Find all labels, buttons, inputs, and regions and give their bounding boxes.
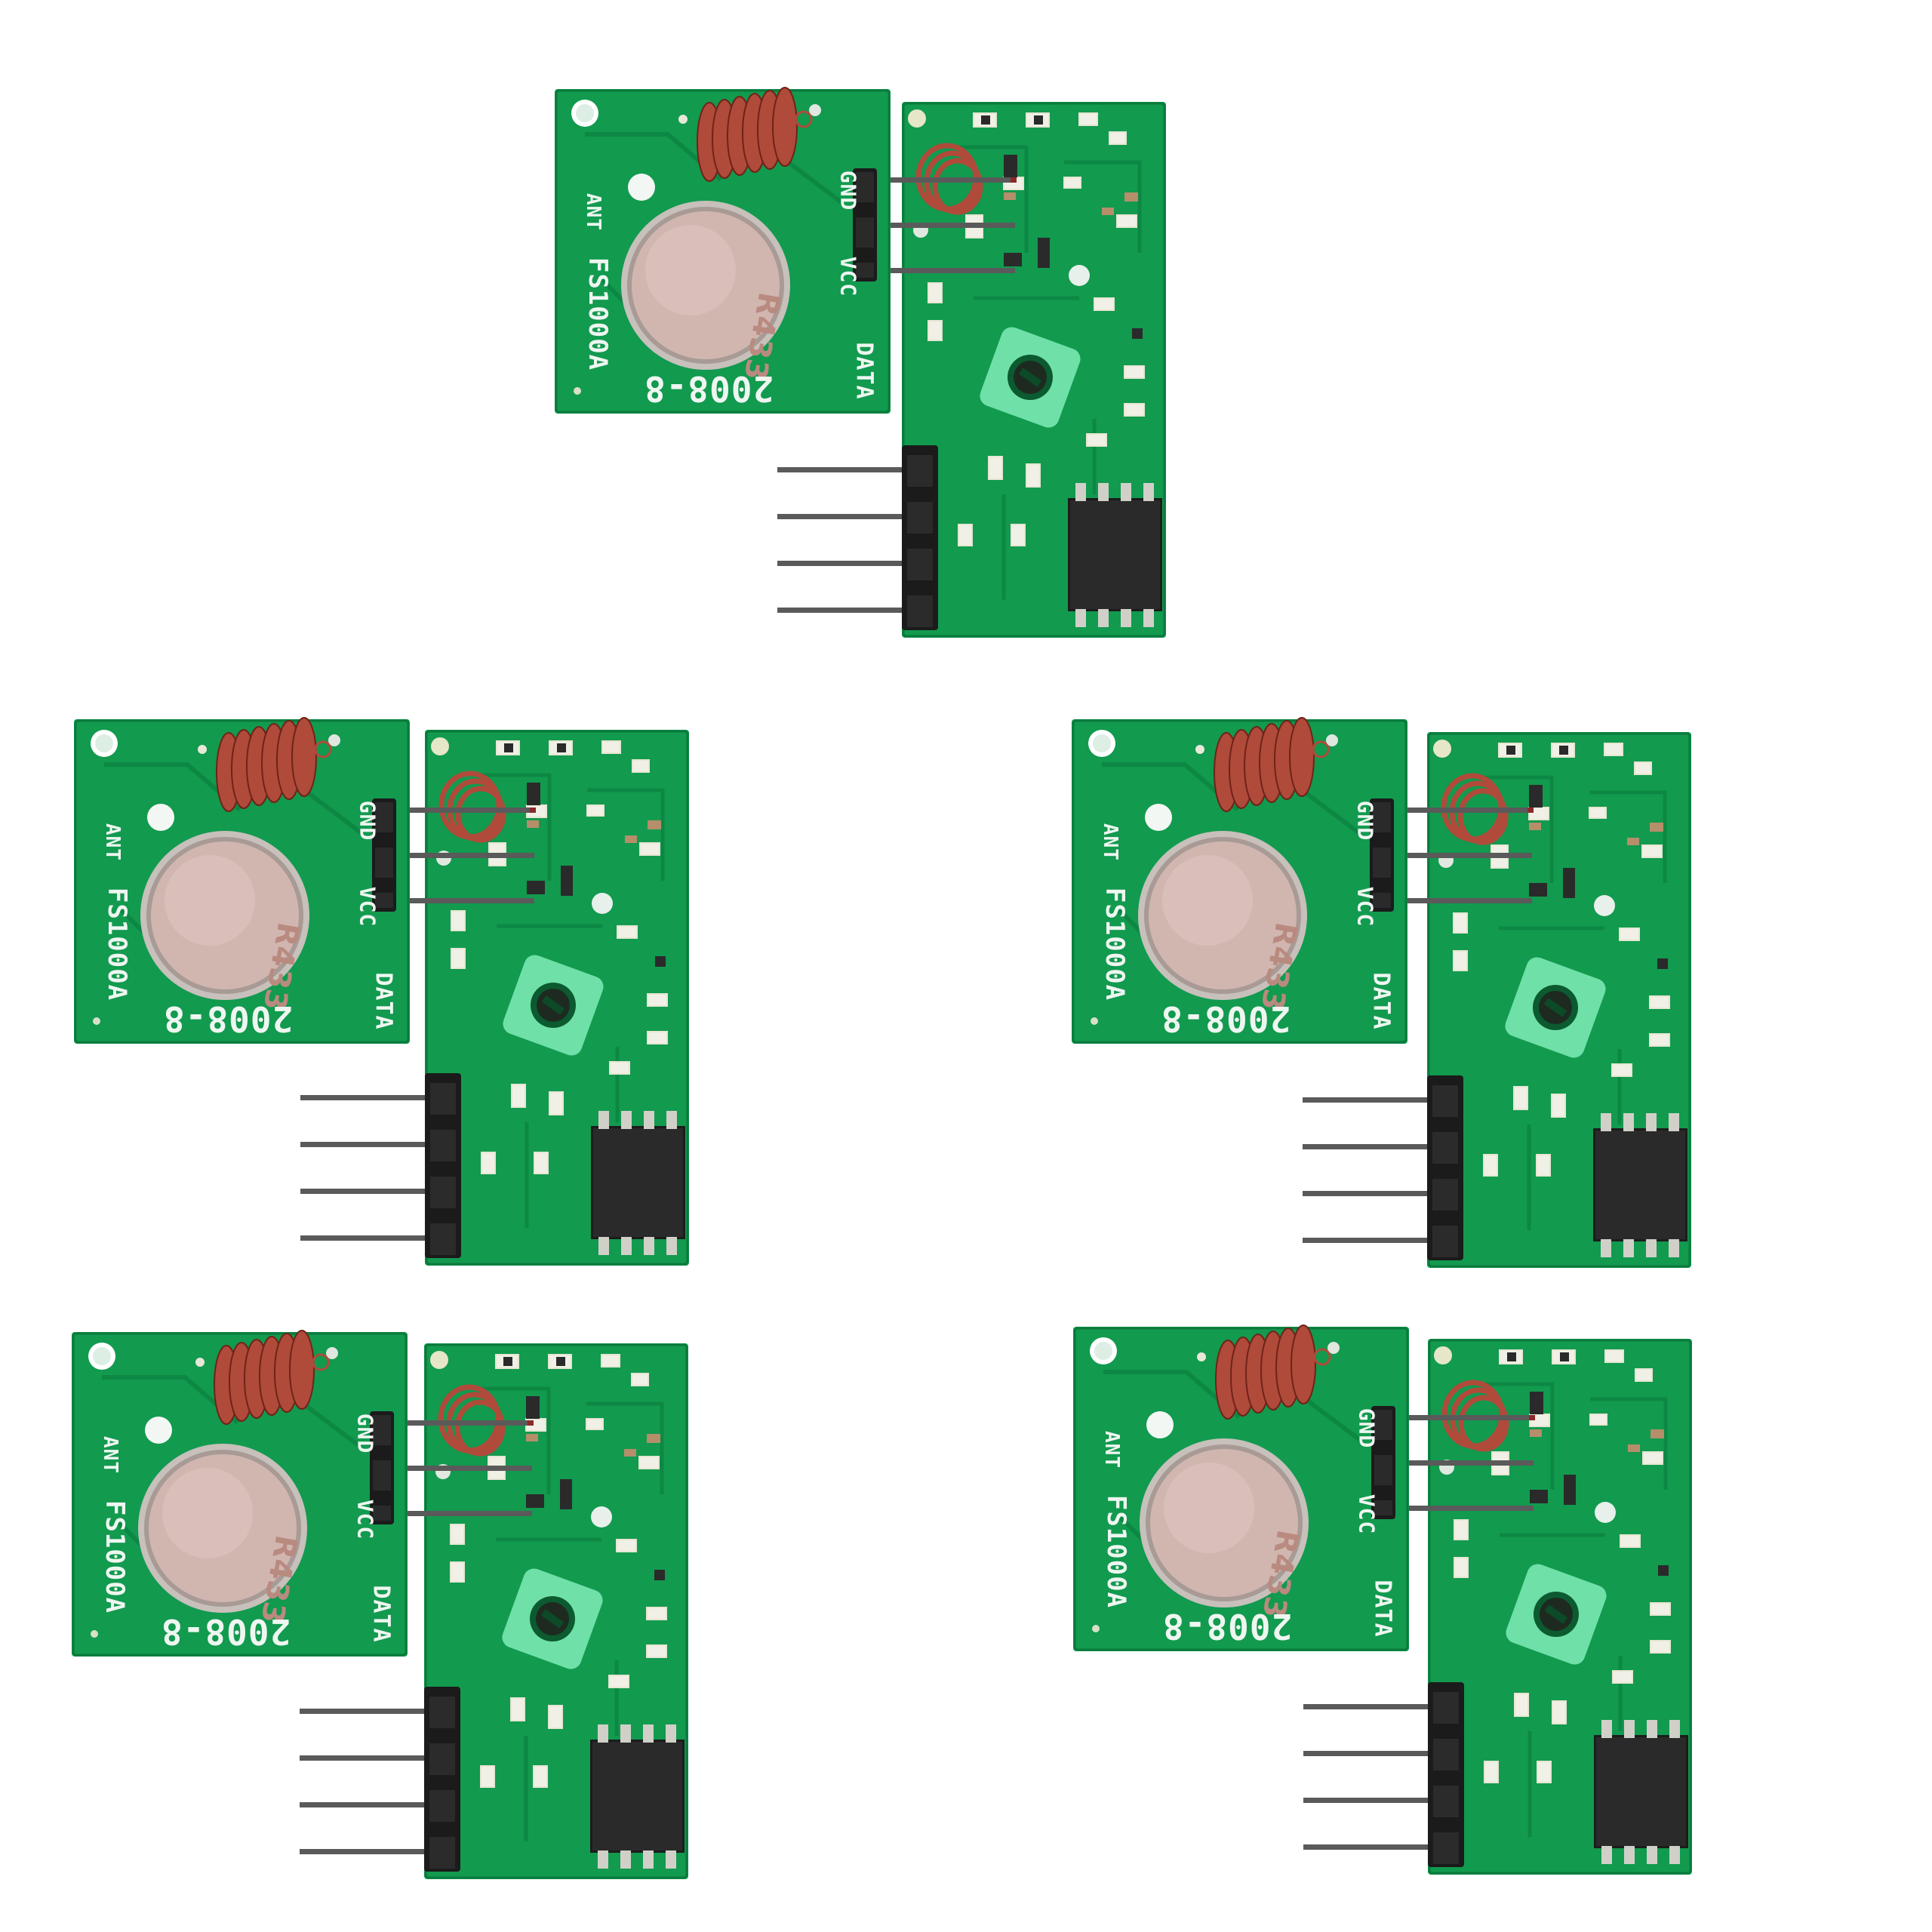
transmitter-board — [72, 1330, 534, 1657]
header-pins — [777, 467, 913, 613]
transmitter-board — [1073, 1324, 1535, 1651]
receiver-module — [777, 102, 1306, 638]
pin-label-data: DATA — [851, 342, 878, 400]
receiver-module — [300, 1343, 828, 1879]
date-code: 2008-8 — [1161, 998, 1291, 1039]
transmitter-module: R433 2008-8 FS1000A ANT GND VCC DATA — [72, 1330, 534, 1657]
date-code: 2008-8 — [161, 1611, 291, 1652]
transmitter-module: R433 2008-8 FS1000A ANT GND VCC DATA — [1072, 717, 1534, 1044]
receiver-board — [777, 102, 1166, 638]
pin-label-gnd: GND — [1354, 1407, 1380, 1449]
transmitter-board — [74, 717, 536, 1044]
receiver-ic — [1068, 483, 1162, 627]
trimmer-capacitor — [1505, 957, 1606, 1058]
model-label: FS1000A — [1101, 1494, 1132, 1609]
pin-label-data: DATA — [1367, 972, 1395, 1030]
trimmer-capacitor — [1506, 1564, 1607, 1665]
antenna-coil — [1214, 717, 1315, 812]
model-label: FS1000A — [1100, 887, 1131, 1001]
pin-label-data: DATA — [368, 1585, 395, 1643]
date-code: 2008-8 — [1162, 1606, 1293, 1647]
header-pins — [872, 177, 1017, 273]
header-pins — [389, 1420, 534, 1516]
receiver-module — [1303, 1339, 1832, 1875]
antenna-label: ANT — [98, 1436, 122, 1474]
model-label: FS1000A — [102, 887, 133, 1001]
antenna-label: ANT — [100, 823, 124, 861]
receiver-board — [300, 730, 689, 1266]
receiver-ic — [590, 1724, 685, 1869]
header-pins — [1303, 1097, 1438, 1243]
trimmer-capacitor — [980, 327, 1081, 428]
antenna-label: ANT — [581, 193, 605, 231]
header-pins — [300, 1709, 435, 1854]
pin-label-data: DATA — [370, 972, 397, 1030]
model-label: FS1000A — [100, 1500, 131, 1614]
header-pins — [300, 1095, 436, 1241]
trimmer-capacitor — [502, 1568, 603, 1669]
pin-label-vcc: VCC — [1352, 886, 1378, 928]
transmitter-module: R433 2008-8 FS1000A ANT GND VCC DATA — [74, 717, 536, 1044]
pin-label-gnd: GND — [352, 1413, 378, 1454]
header-pins — [1389, 808, 1534, 903]
receiver-board — [300, 1343, 688, 1879]
pin-label-gnd: GND — [1352, 800, 1378, 841]
receiver-board — [1303, 732, 1691, 1268]
pin-label-vcc: VCC — [355, 886, 380, 928]
antenna-coil — [216, 717, 317, 812]
receiver-ic — [1593, 1113, 1687, 1257]
pin-label-gnd: GND — [355, 800, 380, 841]
transmitter-board — [555, 87, 1017, 414]
transmitter-board — [1072, 717, 1534, 1044]
pin-label-vcc: VCC — [1354, 1494, 1380, 1535]
date-code: 2008-8 — [644, 368, 774, 409]
pin-label-vcc: VCC — [835, 256, 861, 297]
antenna-coil — [697, 87, 798, 182]
antenna-label: ANT — [1100, 1431, 1123, 1469]
pin-label-gnd: GND — [835, 170, 861, 211]
antenna-coil — [214, 1330, 315, 1425]
antenna-label: ANT — [1098, 823, 1121, 861]
antenna-coil — [1215, 1324, 1316, 1420]
receiver-board — [1303, 1339, 1692, 1875]
receiver-ic — [591, 1111, 685, 1255]
header-pins — [391, 808, 536, 903]
transmitter-module: R433 2008-8 FS1000A ANT GND VCC DATA — [555, 87, 1017, 414]
pin-label-data: DATA — [1369, 1580, 1396, 1638]
receiver-module — [1303, 732, 1831, 1268]
model-label: FS1000A — [583, 257, 614, 371]
receiver-ic — [1594, 1720, 1688, 1864]
header-pins — [1390, 1415, 1535, 1511]
receiver-module — [300, 730, 829, 1266]
header-pins — [1303, 1704, 1439, 1850]
trimmer-capacitor — [503, 955, 604, 1056]
transmitter-module: R433 2008-8 FS1000A ANT GND VCC DATA — [1073, 1324, 1535, 1651]
date-code: 2008-8 — [163, 998, 294, 1039]
pin-label-vcc: VCC — [352, 1499, 378, 1540]
